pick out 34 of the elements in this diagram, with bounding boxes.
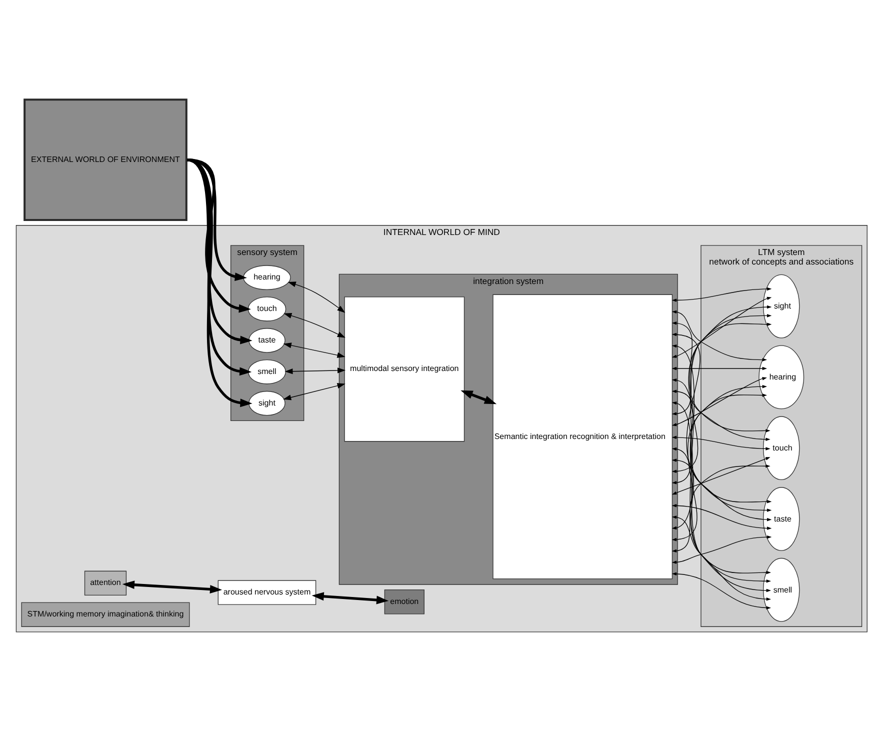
arrow: [672, 504, 772, 530]
arrow: [186, 158, 252, 344]
arrow: [460, 390, 497, 404]
arrow: [288, 281, 346, 312]
arrow: [672, 534, 772, 564]
arrow: [672, 393, 768, 541]
arrow: [312, 592, 389, 604]
arrow: [672, 366, 768, 370]
arrow: [284, 367, 346, 374]
arrow: [122, 580, 222, 593]
arrow: [283, 342, 346, 358]
arrow: [672, 304, 772, 415]
arrow: [672, 378, 770, 440]
arrow: [672, 400, 772, 582]
arrow: [672, 572, 772, 609]
arrow: [672, 458, 772, 592]
arrow: [672, 314, 772, 472]
arrow: [672, 384, 768, 484]
arrow: [672, 344, 772, 574]
arrow: [672, 296, 772, 358]
arrow: [672, 389, 772, 512]
arrow: [283, 382, 346, 400]
arrow: [672, 322, 772, 530]
arrow: [672, 321, 770, 432]
arrow: [672, 310, 768, 361]
arrow: [672, 435, 770, 450]
arrow: [672, 286, 772, 302]
arrow: [672, 464, 770, 552]
arrow: [672, 332, 772, 503]
arrow: [672, 515, 772, 600]
arrow: [284, 312, 346, 338]
arrow: [672, 376, 767, 426]
arrow: [672, 456, 770, 494]
arrow: [672, 446, 772, 521]
